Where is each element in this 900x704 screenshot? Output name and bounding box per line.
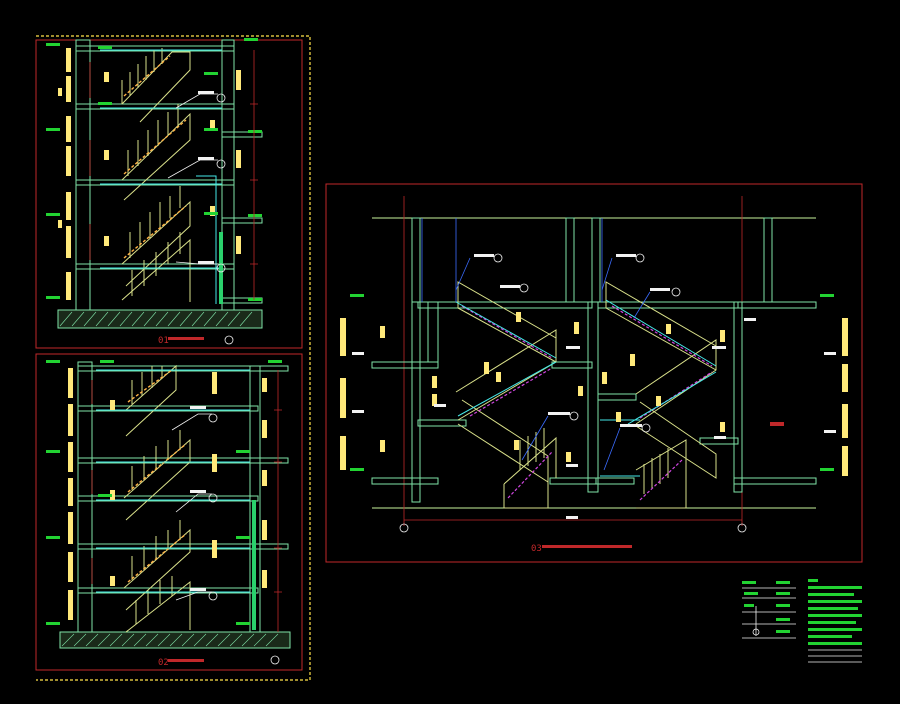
view-02-caption: 02 — [158, 655, 280, 668]
legend-labels — [742, 579, 818, 633]
view-03-section: 03 — [325, 183, 863, 563]
stair-treads-dashed — [123, 55, 187, 259]
foundation — [59, 631, 291, 649]
stair-edges-cyan — [455, 299, 717, 477]
dimension-tag — [566, 516, 578, 519]
stair-flights-left-bay — [455, 281, 557, 509]
view-01-caption: 01 — [158, 335, 234, 346]
notes-rules — [808, 649, 862, 663]
stair-treads-dashed — [127, 369, 187, 583]
window-marks-left — [68, 368, 267, 620]
tread-lines — [461, 305, 713, 501]
level-labels — [46, 360, 282, 625]
callout-leaders — [455, 257, 651, 471]
legend-table — [742, 587, 796, 639]
axis-marker-icon — [737, 523, 747, 533]
window-marks — [340, 312, 848, 476]
foundation-hatch — [61, 633, 279, 647]
view-02-frame — [35, 353, 303, 671]
view-01-caption-text: 01 — [158, 336, 169, 346]
floor-slabs — [77, 365, 289, 594]
view-03-frame — [325, 183, 863, 563]
level-labels — [46, 38, 262, 301]
callouts — [171, 413, 218, 601]
foundation-hatch — [59, 311, 253, 327]
view-01-section: 01 — [35, 35, 311, 681]
note-tag — [770, 422, 784, 426]
sheet-border-dashed — [36, 35, 311, 681]
callout-tags — [190, 406, 206, 591]
dimension-lines — [91, 370, 282, 632]
blue-guides — [421, 218, 603, 302]
view-01-frame — [35, 39, 303, 349]
stair-flights — [121, 48, 191, 302]
view-03-caption-text: 03 — [531, 544, 542, 554]
notes-text-lines — [808, 586, 862, 645]
foundation — [57, 309, 263, 329]
stair-flights-right-bay — [605, 281, 717, 509]
view-03-caption: 03 — [531, 544, 632, 554]
callout-circles — [493, 253, 681, 433]
axis-marker-icon — [399, 523, 409, 533]
handrails — [96, 369, 256, 630]
window-marks-left — [58, 48, 241, 300]
axis-marker-icon — [224, 335, 234, 345]
legend-notes — [742, 579, 862, 663]
axis-markers — [399, 523, 747, 533]
view-02-caption-text: 02 — [158, 658, 169, 668]
floor-slabs — [371, 301, 817, 485]
handrails — [100, 49, 223, 304]
dimension-lines — [89, 50, 258, 300]
level-labels — [350, 294, 834, 471]
elevation-tags — [352, 254, 836, 467]
callout-tags — [198, 91, 214, 264]
axis-marker-icon — [270, 655, 280, 665]
view-02-section: 02 — [35, 353, 303, 671]
